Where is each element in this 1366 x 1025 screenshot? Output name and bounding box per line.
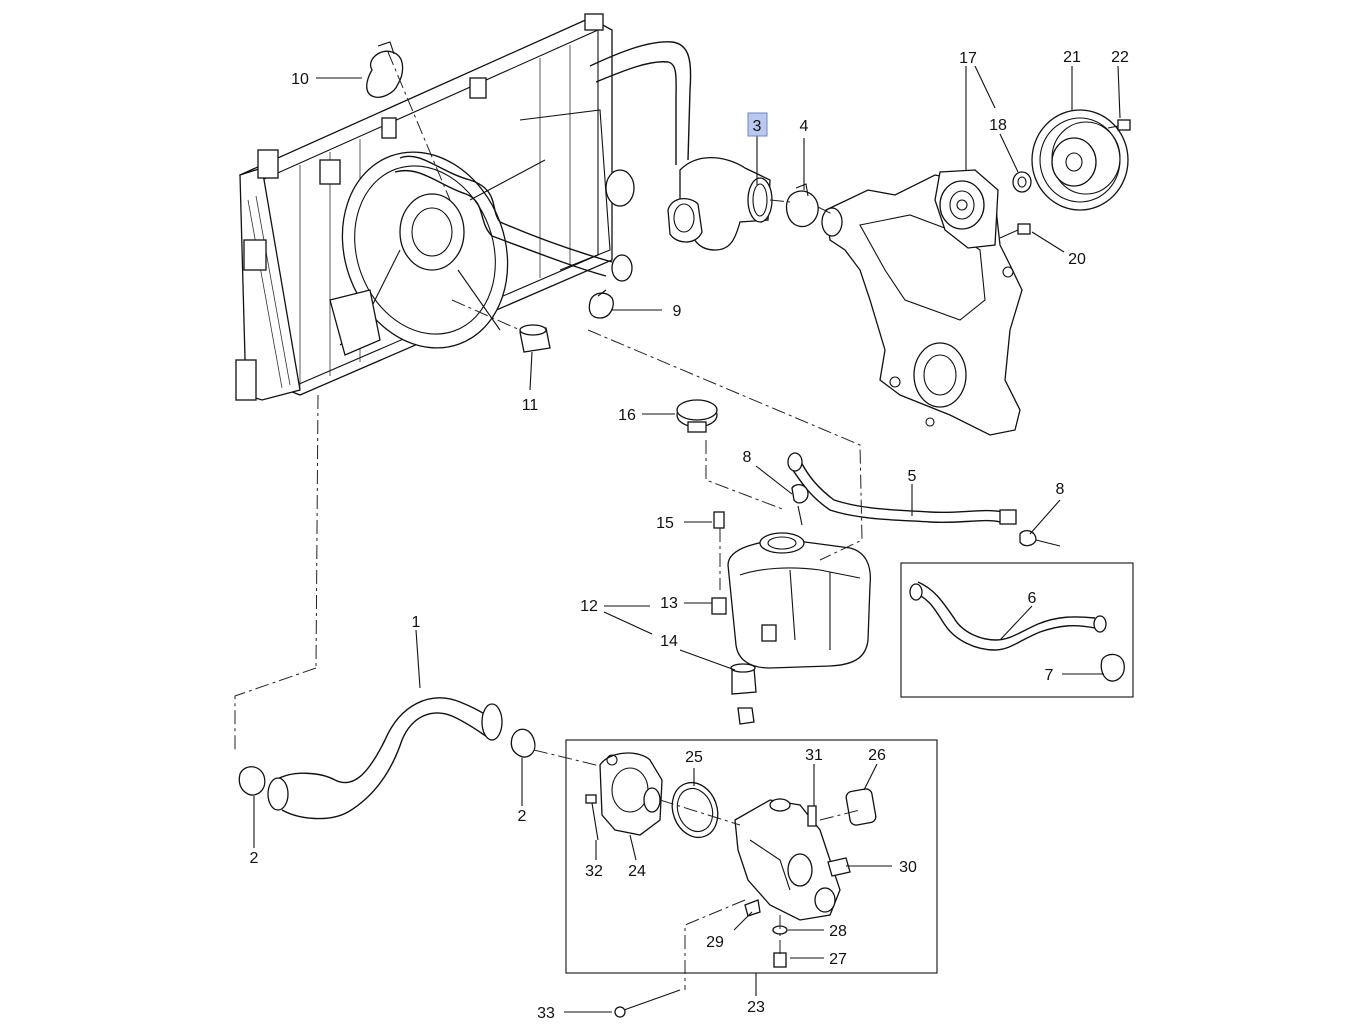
leader-lines xyxy=(253,65,1121,1013)
callout-8-tank: 8 xyxy=(743,449,752,466)
callout-31: 31 xyxy=(805,747,823,764)
callout-10: 10 xyxy=(291,71,309,88)
callout-20: 20 xyxy=(1068,251,1086,268)
callout-labels: 3 10 4 17 18 21 22 20 9 11 16 8 5 8 15 1… xyxy=(250,49,1129,1022)
thermostat-housing-box xyxy=(565,739,938,974)
callout-7: 7 xyxy=(1045,667,1054,684)
callout-14: 14 xyxy=(660,633,678,650)
callout-32: 32 xyxy=(585,863,603,880)
center-lines xyxy=(234,51,863,990)
callout-2-left: 2 xyxy=(250,850,259,867)
callout-9: 9 xyxy=(673,303,682,320)
callout-5: 5 xyxy=(908,468,917,485)
callout-29: 29 xyxy=(706,934,724,951)
bolt-33 xyxy=(614,989,681,1018)
callout-17: 17 xyxy=(959,50,977,67)
callout-1: 1 xyxy=(412,614,421,631)
clamp-9 xyxy=(588,289,614,319)
callout-22: 22 xyxy=(1111,49,1129,66)
callout-25: 25 xyxy=(685,749,703,766)
callout-4: 4 xyxy=(800,118,809,135)
callout-6: 6 xyxy=(1028,590,1037,607)
callout-21: 21 xyxy=(1063,49,1081,66)
callout-23: 23 xyxy=(747,999,765,1016)
callout-15: 15 xyxy=(656,515,674,532)
callout-3: 3 xyxy=(753,118,762,135)
inset-box-hose-6 xyxy=(900,562,1134,698)
cap-11 xyxy=(519,324,551,353)
callout-33: 33 xyxy=(537,1005,555,1022)
callout-12: 12 xyxy=(580,598,598,615)
callout-27: 27 xyxy=(829,951,847,968)
callout-18: 18 xyxy=(989,117,1007,134)
callout-28: 28 xyxy=(829,923,847,940)
engine-front-cover xyxy=(821,109,1131,436)
callout-2-right: 2 xyxy=(518,808,527,825)
callout-30: 30 xyxy=(899,859,917,876)
callout-11: 11 xyxy=(522,397,539,414)
callout-24: 24 xyxy=(628,863,646,880)
callout-16: 16 xyxy=(618,407,636,424)
callout-8-hose: 8 xyxy=(1056,481,1065,498)
callout-3-highlight xyxy=(747,112,768,137)
radiator-assembly xyxy=(235,13,692,401)
hose-3-assembly xyxy=(667,156,819,251)
lower-hose-assembly xyxy=(238,697,536,820)
callout-26: 26 xyxy=(868,747,886,764)
callout-13: 13 xyxy=(660,595,678,612)
expansion-tank-assembly xyxy=(676,399,1061,725)
clip-10 xyxy=(366,41,404,98)
